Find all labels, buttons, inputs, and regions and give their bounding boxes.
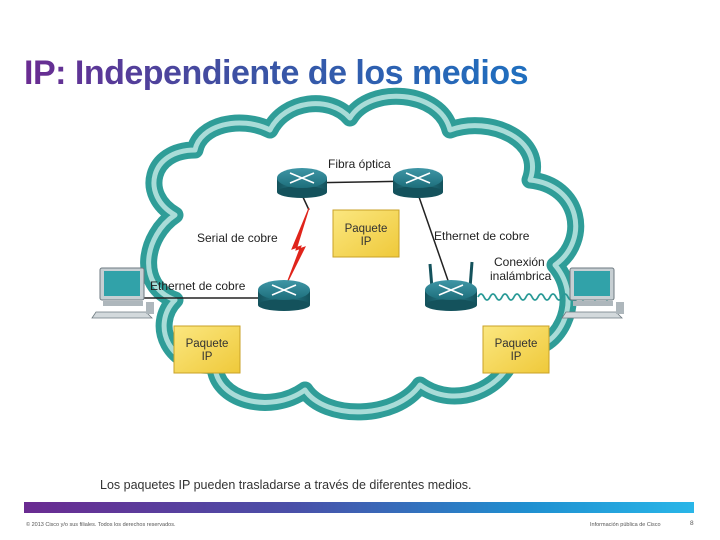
packet-label-line1: Paquete <box>495 338 538 350</box>
packet-label-line2: IP <box>361 236 372 248</box>
classification-text: Información pública de Cisco <box>590 522 661 528</box>
slide-title: IP: Independiente de los medios <box>24 54 529 92</box>
ip-packet-right: Paquete IP <box>482 325 550 374</box>
label-ethernet-right: Ethernet de cobre <box>434 229 530 243</box>
ip-packet-left: Paquete IP <box>173 325 241 374</box>
ip-packet-center: Paquete IP <box>332 209 400 258</box>
page-number: 8 <box>690 520 694 527</box>
packet-label-line1: Paquete <box>186 338 229 350</box>
label-wireless-line2: inalámbrica <box>490 269 552 283</box>
router-top-right-icon <box>393 168 443 198</box>
network-diagram: Paquete IP Paquete IP Paquete IP Fibra ó… <box>91 87 624 421</box>
footer-bar <box>24 502 694 513</box>
label-fiber: Fibra óptica <box>328 157 391 171</box>
wireless-router-icon <box>425 261 477 311</box>
label-serial: Serial de cobre <box>197 231 278 245</box>
ethernet-link-routers <box>417 193 453 293</box>
slide-caption: Los paquetes IP pueden trasladarse a tra… <box>100 478 472 492</box>
packet-label-line2: IP <box>511 351 522 363</box>
copyright-text: © 2013 Cisco y/o sus filiales. Todos los… <box>26 522 176 528</box>
label-wireless-line1: Conexión <box>494 255 545 269</box>
label-ethernet-left: Ethernet de cobre <box>150 279 246 293</box>
computer-left-icon <box>91 267 154 319</box>
router-top-left-icon <box>277 168 327 198</box>
packet-label-line1: Paquete <box>345 223 388 235</box>
computer-right-icon <box>561 267 624 319</box>
router-left-icon <box>258 280 310 311</box>
packet-label-line2: IP <box>202 351 213 363</box>
